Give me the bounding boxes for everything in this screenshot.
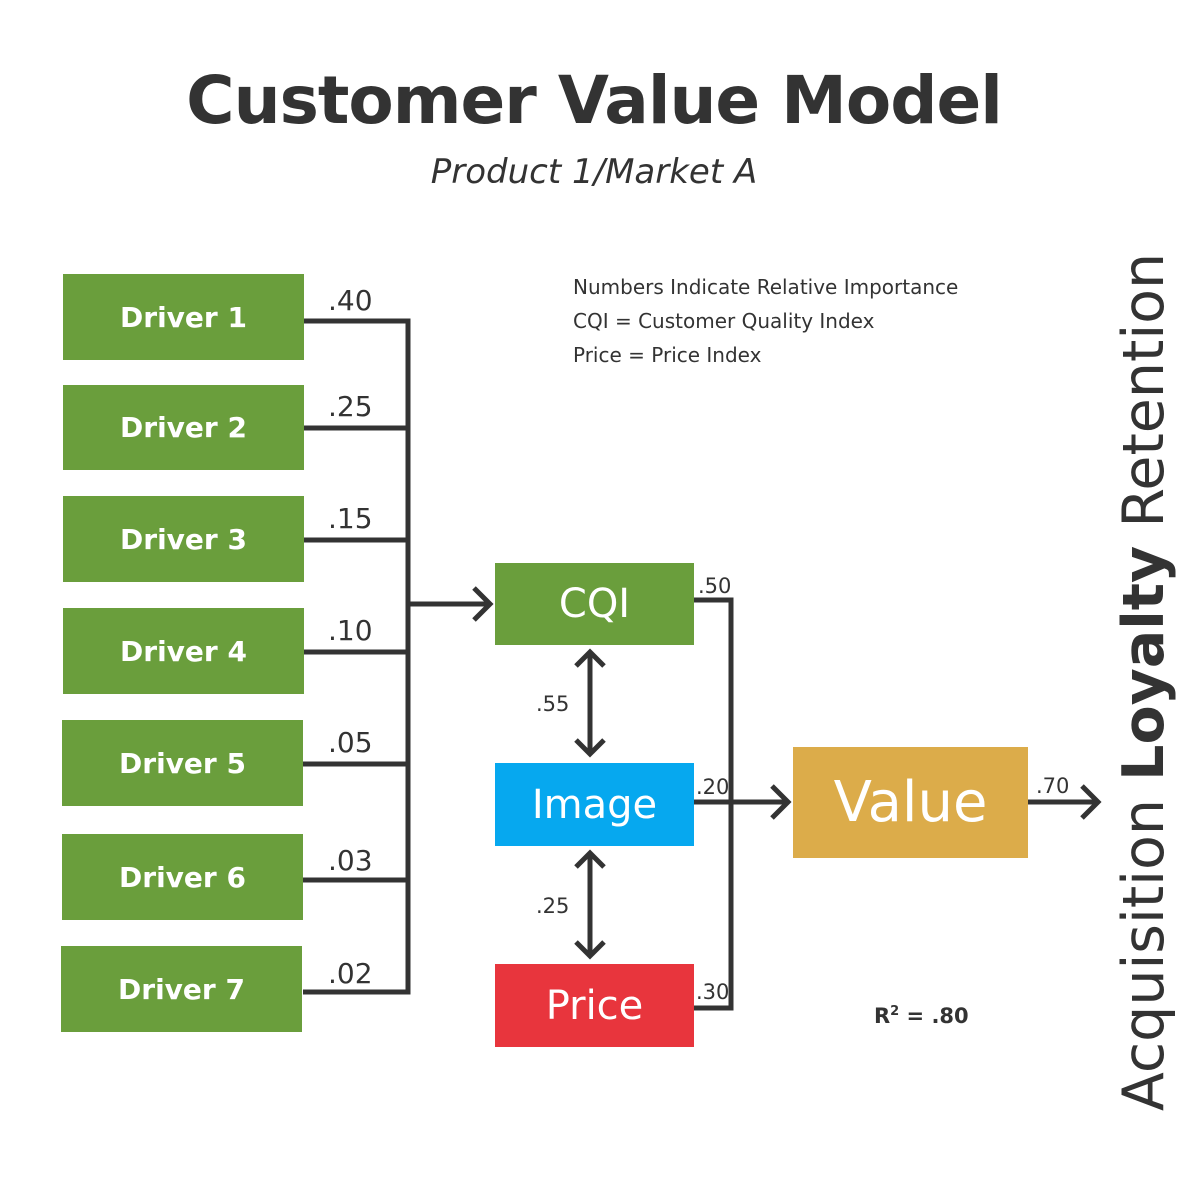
price-to-value-weight: .30: [696, 980, 730, 1004]
driver-6-box: Driver 6: [62, 834, 303, 920]
outcomes-label: Acquisition Loyalty Retention: [1111, 253, 1177, 1111]
cqi-image-correlation: .55: [536, 692, 570, 716]
r-squared: R2 = .80: [874, 1004, 969, 1028]
driver-5-box: Driver 5: [62, 720, 303, 806]
diagram-title: Customer Value Model: [186, 62, 1003, 139]
r-squared-value: = .80: [906, 1004, 969, 1028]
driver-4-weight: .10: [328, 614, 373, 647]
outcome-loyalty: Loyalty: [1111, 545, 1177, 781]
legend-line-importance: Numbers Indicate Relative Importance: [573, 275, 959, 299]
driver-2-box: Driver 2: [63, 385, 304, 470]
driver-7-weight: .02: [328, 957, 373, 990]
driver-6-label: Driver 6: [119, 860, 246, 894]
driver-3-box: Driver 3: [63, 496, 304, 582]
r-squared-symbol: R: [874, 1004, 891, 1028]
driver-4-box: Driver 4: [63, 608, 304, 694]
value-box: Value: [793, 747, 1028, 858]
legend-line-cqi: CQI = Customer Quality Index: [573, 309, 875, 333]
image-label: Image: [531, 781, 658, 828]
driver-7-label: Driver 7: [118, 972, 245, 1006]
image-price-correlation: .25: [536, 894, 570, 918]
driver-1-label: Driver 1: [120, 300, 247, 334]
diagram-subtitle: Product 1/Market A: [430, 152, 758, 192]
cqi-label: CQI: [558, 581, 631, 627]
image-to-value-weight: .20: [696, 775, 730, 799]
value-to-outcomes-weight: .70: [1036, 774, 1070, 798]
driver-2-label: Driver 2: [120, 411, 247, 444]
price-label: Price: [545, 982, 644, 1029]
cqi-to-value-weight: .50: [698, 574, 732, 598]
outcome-retention: Retention: [1111, 252, 1177, 528]
legend: Numbers Indicate Relative Importance CQI…: [573, 270, 958, 372]
r-squared-exponent: 2: [890, 1004, 900, 1019]
value-label: Value: [833, 770, 988, 835]
driver-6-weight: .03: [328, 844, 373, 877]
driver-1-box: Driver 1: [63, 274, 304, 360]
cqi-box: CQI: [495, 563, 694, 645]
driver-4-label: Driver 4: [120, 634, 247, 668]
driver-2-weight: .25: [328, 390, 373, 423]
driver-5-label: Driver 5: [119, 746, 246, 780]
legend-line-price: Price = Price Index: [573, 343, 762, 367]
outcome-acquisition: Acquisition: [1111, 798, 1177, 1112]
driver-7-box: Driver 7: [61, 946, 302, 1032]
driver-3-label: Driver 3: [120, 522, 247, 556]
price-box: Price: [495, 964, 694, 1047]
driver-5-weight: .05: [328, 726, 373, 759]
driver-1-weight: .40: [328, 284, 373, 317]
image-box: Image: [495, 763, 694, 846]
driver-3-weight: .15: [328, 502, 373, 535]
